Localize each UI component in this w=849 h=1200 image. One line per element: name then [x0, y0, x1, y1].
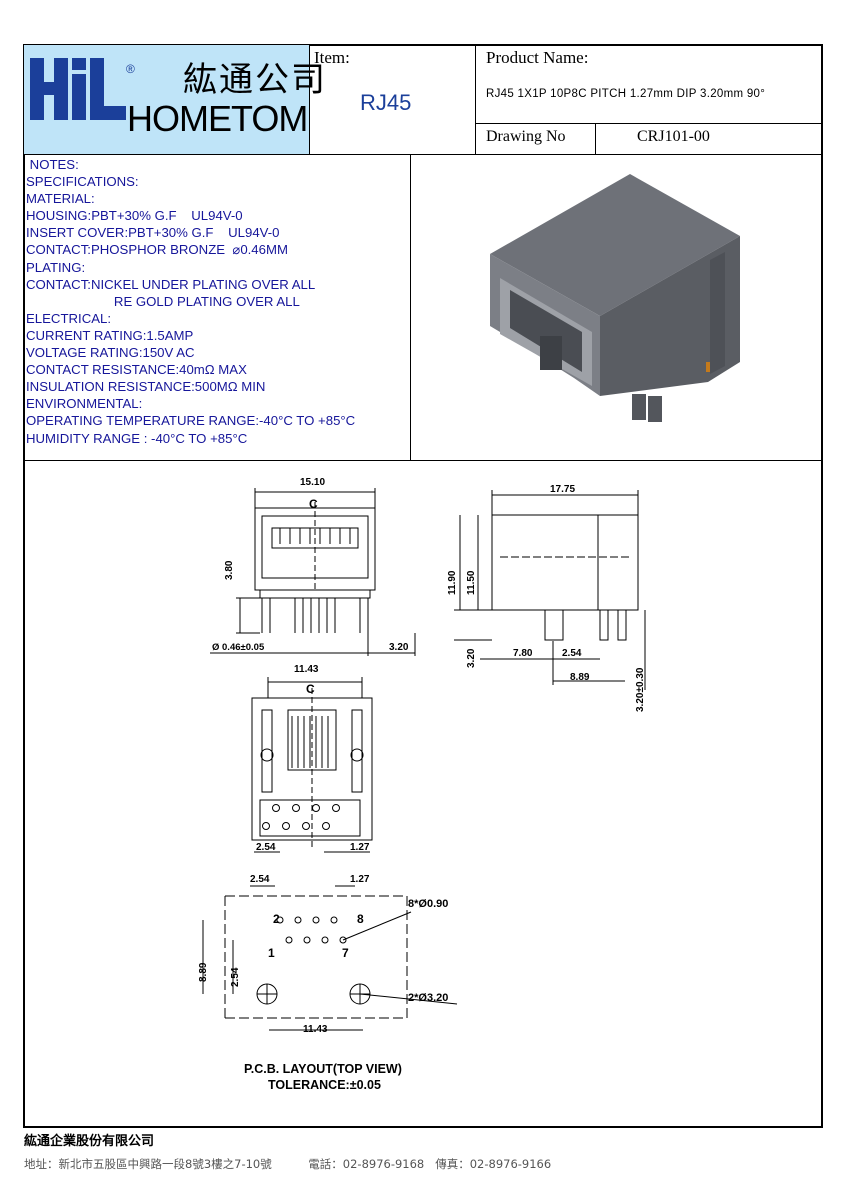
dim-pcb-width: 11.43	[303, 1024, 328, 1035]
item-value: RJ45	[360, 90, 412, 115]
divider	[309, 45, 310, 155]
dim-pin-length: 3.20	[389, 642, 409, 653]
connector-3d-render	[490, 174, 740, 422]
company-name-cn: 紘通公司	[183, 60, 327, 100]
pin-label-1: 1	[268, 946, 275, 960]
note-line: ENVIRONMENTAL:	[26, 396, 143, 412]
note-line: SPECIFICATIONS:	[26, 174, 139, 190]
side-view-drawing	[454, 490, 646, 690]
bottom-view-drawing	[251, 677, 373, 853]
dim-side-offset-1: 7.80	[513, 648, 533, 659]
note-line: INSULATION RESISTANCE:500MΩ MIN	[26, 379, 266, 395]
dim-pin-diameter: Ø 0.46±0.05	[212, 642, 265, 653]
drawing-frame	[23, 44, 823, 1128]
dim-pcb-height-2: 2.54	[230, 967, 241, 987]
note-line: HUMIDITY RANGE : -40°C TO +85°C	[26, 430, 248, 446]
dim-side-pin-tolerance: 3.20±0.30	[635, 667, 646, 712]
drawing-no-label: Drawing No	[486, 128, 566, 145]
dim-side-offset-2: 2.54	[562, 648, 582, 659]
footer-address: 地址：新北市五股區中興路一段8號3樓之7-10號 電話：02-8976-9168…	[24, 1157, 552, 1171]
note-line: ELECTRICAL:	[26, 310, 112, 326]
dim-side-offset-3: 8.89	[570, 672, 590, 683]
pin-label-7: 7	[342, 946, 349, 960]
divider	[410, 155, 411, 460]
pcb-caption: P.C.B. LAYOUT(TOP VIEW)	[244, 1062, 402, 1076]
centerline-mark-bottom: C	[306, 682, 315, 696]
divider	[23, 154, 823, 155]
note-line: INSERT COVER:PBT+30% G.F UL94V-0	[26, 225, 280, 241]
logo-area	[24, 45, 309, 154]
pcb-tolerance: TOLERANCE:±0.05	[268, 1078, 381, 1092]
item-label: Item:	[314, 48, 350, 67]
specifications-notes: NOTES: SPECIFICATIONS:MATERIAL:HOUSING:PB…	[26, 156, 410, 447]
dim-front-height: 3.80	[224, 560, 235, 580]
hit-logo-icon	[30, 58, 126, 120]
divider	[475, 45, 476, 155]
pin-label-8: 8	[357, 912, 364, 926]
dim-side-pin: 3.20	[466, 648, 477, 668]
note-line: CONTACT:NICKEL UNDER PLATING OVER ALL	[26, 276, 316, 292]
dim-side-height-1: 11.90	[447, 570, 458, 595]
note-line: MATERIAL:	[26, 191, 95, 207]
dim-bottom-width: 11.43	[294, 664, 319, 675]
dim-pcb-large-holes: 2*Ø3.20	[408, 992, 449, 1004]
product-name-value: RJ45 1X1P 10P8C PITCH 1.27mm DIP 3.20mm …	[486, 88, 766, 100]
note-line: OPERATING TEMPERATURE RANGE:-40°C TO +85…	[26, 413, 356, 429]
note-line: CURRENT RATING:1.5AMP	[26, 327, 194, 343]
footer-company: 紘通企業股份有限公司	[24, 1134, 155, 1149]
note-line: CONTACT RESISTANCE:40mΩ MAX	[26, 362, 247, 378]
divider	[475, 123, 823, 124]
dim-pcb-pitch-2: 1.27	[350, 874, 370, 885]
divider	[23, 460, 823, 461]
product-name-label: Product Name:	[486, 48, 589, 67]
company-name-en: HOMETOM	[127, 98, 308, 139]
note-line: VOLTAGE RATING:150V AC	[26, 345, 195, 361]
dim-side-length: 17.75	[550, 484, 576, 495]
drawing-no-value: CRJ101-00	[637, 128, 710, 145]
divider	[595, 123, 596, 155]
note-line: CONTACT:PHOSPHOR BRONZE ⌀0.46MM	[26, 242, 288, 258]
dim-side-height-2: 11.50	[466, 570, 477, 595]
note-line: RE GOLD PLATING OVER ALL	[26, 293, 300, 309]
note-line: NOTES:	[26, 157, 79, 172]
front-view-drawing	[210, 488, 416, 656]
note-line: PLATING:	[26, 259, 86, 275]
dim-bottom-pitch-2: 1.27	[350, 842, 370, 853]
pcb-layout-drawing	[202, 885, 458, 1031]
dim-pcb-small-holes: 8*Ø0.90	[408, 898, 449, 910]
dim-pcb-height-1: 8.89	[198, 962, 209, 982]
dim-bottom-pitch-1: 2.54	[256, 842, 276, 853]
registered-mark: ®	[126, 62, 135, 76]
note-line: HOUSING:PBT+30% G.F UL94V-0	[26, 208, 243, 224]
dim-pcb-pitch-1: 2.54	[250, 874, 270, 885]
pin-label-2: 2	[273, 912, 280, 926]
dim-front-width: 15.10	[300, 477, 326, 488]
centerline-mark: C	[309, 497, 318, 511]
